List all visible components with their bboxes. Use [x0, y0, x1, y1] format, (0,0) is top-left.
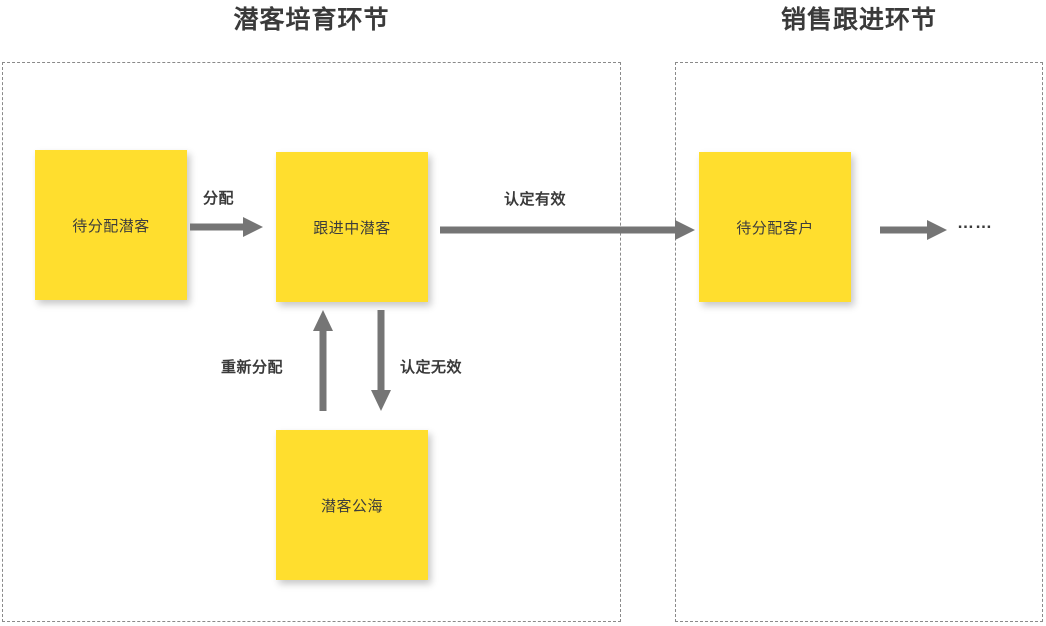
node-unassigned-customer[interactable]: 待分配客户	[699, 152, 851, 302]
arrow-identify-valid-label: 认定有效	[504, 191, 567, 208]
arrow-assign-label: 分配	[203, 190, 235, 207]
arrow-next-step-icon	[880, 219, 948, 241]
lead-phase-container	[2, 62, 621, 622]
lead-phase-title: 潜客培育环节	[233, 6, 390, 34]
sales-phase-container	[675, 62, 1043, 622]
arrow-identify-valid-icon	[440, 219, 696, 241]
node-unassigned-lead-label: 待分配潜客	[72, 217, 150, 235]
node-following-lead[interactable]: 跟进中潜客	[276, 152, 428, 302]
node-lead-pool-label: 潜客公海	[320, 497, 383, 515]
arrow-reassign-icon	[310, 310, 336, 412]
arrow-reassign-label: 重新分配	[221, 359, 284, 376]
node-unassigned-lead[interactable]: 待分配潜客	[35, 150, 187, 300]
sales-phase-title: 销售跟进环节	[780, 6, 937, 34]
node-following-lead-label: 跟进中潜客	[313, 219, 391, 237]
arrow-assign-icon	[190, 216, 264, 238]
arrow-identify-invalid-icon	[368, 310, 394, 412]
node-lead-pool[interactable]: 潜客公海	[276, 430, 428, 580]
node-unassigned-customer-label: 待分配客户	[736, 219, 814, 237]
arrow-identify-invalid-label: 认定无效	[400, 359, 463, 376]
next-step-ellipsis: ……	[957, 213, 993, 232]
